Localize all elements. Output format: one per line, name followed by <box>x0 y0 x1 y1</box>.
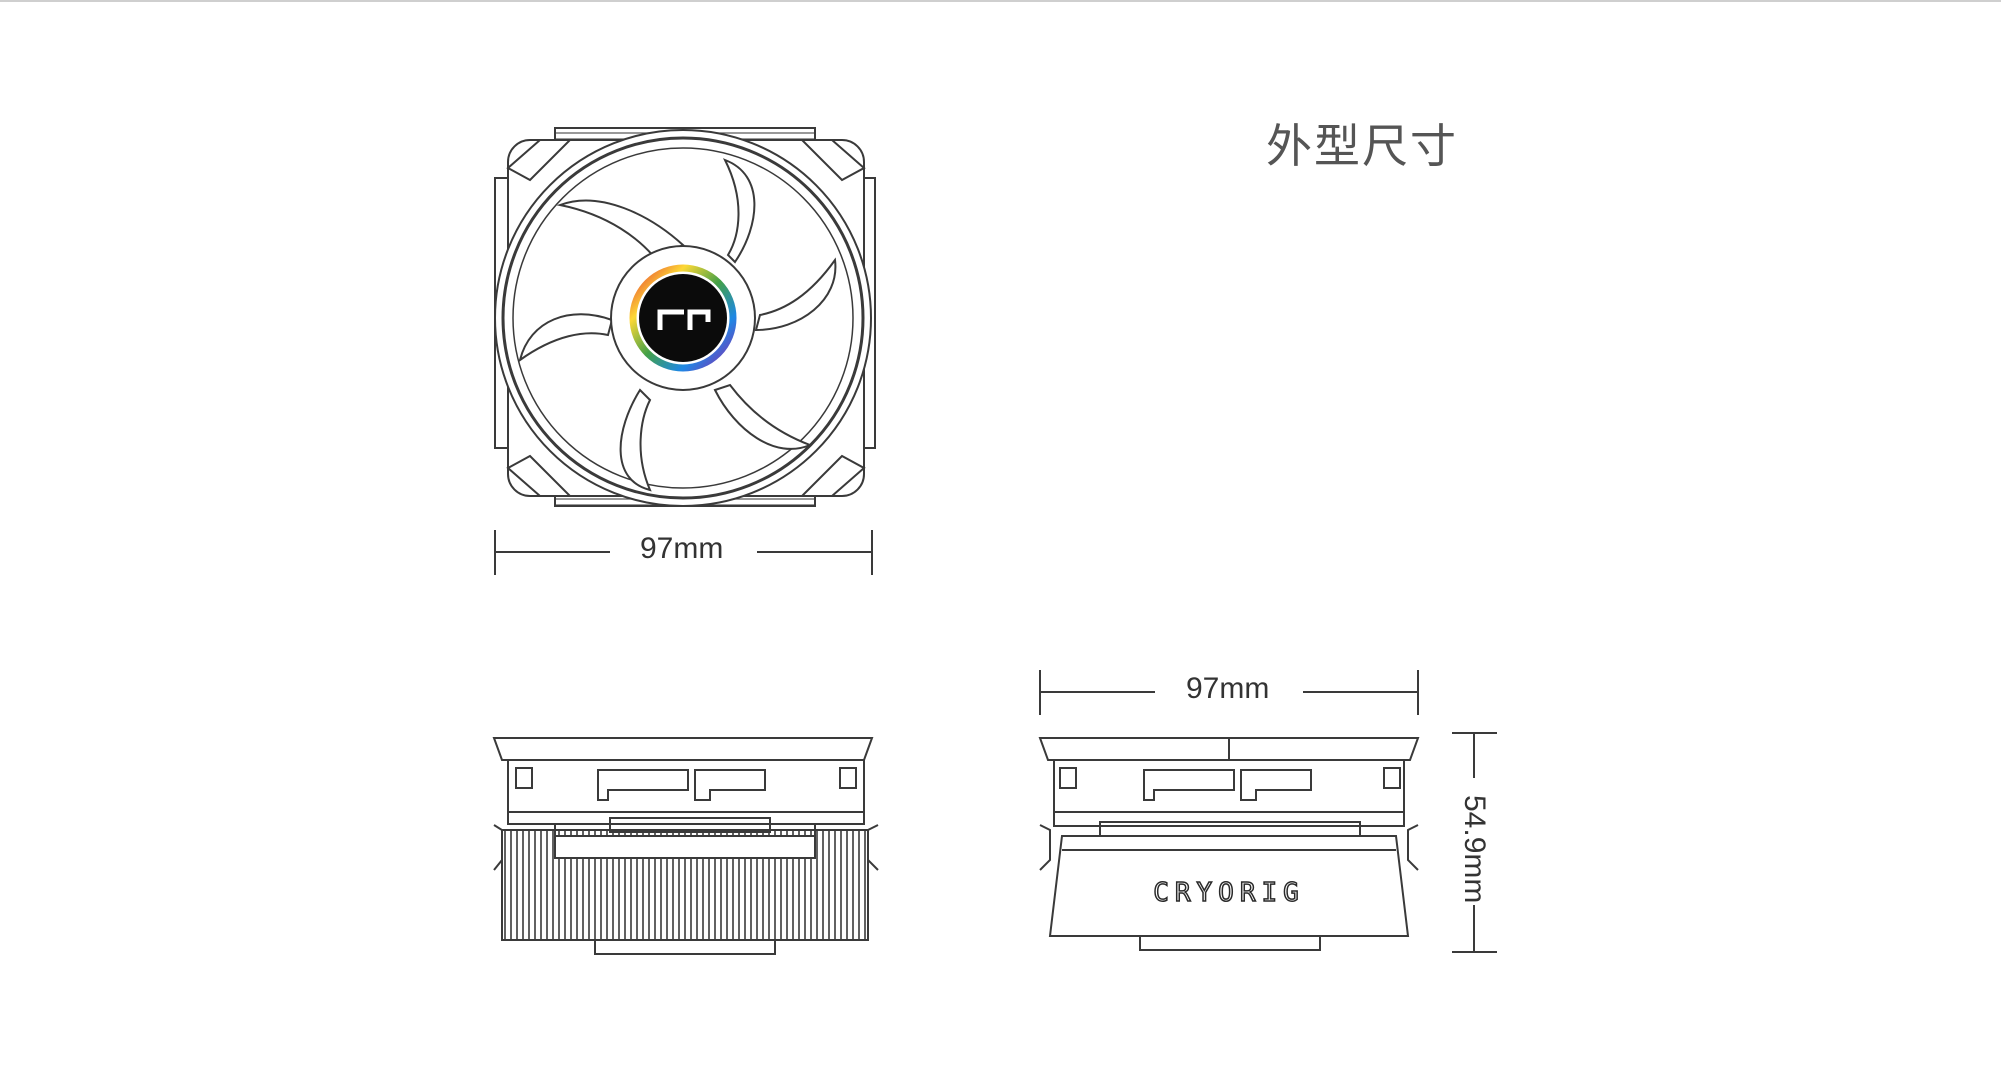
side-view-height-label: 54.9mm <box>1458 795 1491 904</box>
corner-mount-tl <box>506 139 573 182</box>
cryorig-brand-logo: CRYORIG <box>1152 877 1305 909</box>
front-view-width-label: 97mm <box>1178 672 1278 706</box>
corner-mount-tr <box>799 139 866 182</box>
front-view <box>492 737 879 955</box>
fan-hub-center <box>639 274 727 362</box>
top-dimension-line <box>494 530 873 575</box>
height-dimension-line <box>1452 732 1497 953</box>
fan-blades <box>518 158 837 492</box>
front-dimension-line <box>1039 670 1419 715</box>
page-title: 外型尺寸 <box>1266 119 1458 173</box>
rgb-ring <box>629 264 737 372</box>
cr-logo-mark <box>657 309 711 330</box>
top-view-width-label: 97mm <box>632 532 732 566</box>
corner-mount-br <box>799 454 866 497</box>
top-view-fan <box>494 127 876 507</box>
top-divider <box>0 0 2001 2</box>
fan-inner-ring <box>501 136 865 500</box>
side-view <box>1038 737 1420 951</box>
fan-blade-ring <box>512 147 854 489</box>
corner-mount-bl <box>506 454 573 497</box>
